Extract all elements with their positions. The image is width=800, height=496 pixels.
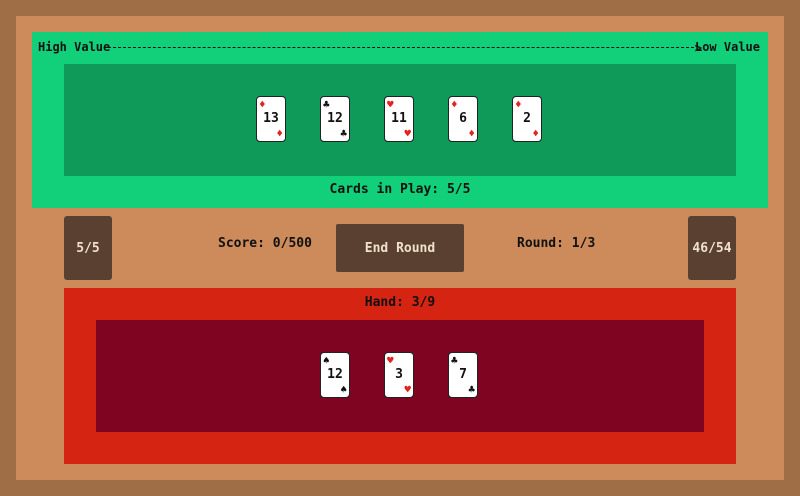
card-value: 3: [395, 367, 403, 382]
value-scale-arrow: >: [694, 41, 702, 55]
club-icon: ♣: [323, 98, 330, 111]
diamond-icon: ♦: [259, 98, 266, 111]
value-scale-line: [108, 47, 694, 48]
diamond-icon: ♦: [515, 98, 522, 111]
played-pile[interactable]: 5/5: [64, 216, 112, 280]
play-card[interactable]: ♦ 6 ♦: [448, 96, 478, 142]
low-value-label: Low Value: [694, 40, 760, 54]
hand-card[interactable]: ♣ 7 ♣: [448, 352, 478, 398]
high-value-label: High Value: [38, 40, 111, 54]
hand-card[interactable]: ♥ 3 ♥: [384, 352, 414, 398]
club-icon: ♣: [451, 354, 458, 367]
heart-icon: ♥: [404, 127, 411, 140]
heart-icon: ♥: [404, 383, 411, 396]
diamond-icon: ♦: [532, 127, 539, 140]
cards-in-play-label: Cards in Play: 5/5: [329, 182, 471, 197]
card-value: 12: [327, 367, 343, 382]
club-icon: ♣: [468, 383, 475, 396]
end-round-button[interactable]: End Round: [336, 224, 464, 272]
card-value: 11: [391, 111, 407, 126]
hand-card[interactable]: ♠ 12 ♠: [320, 352, 350, 398]
card-value: 6: [459, 111, 467, 126]
card-value: 12: [327, 111, 343, 126]
card-value: 13: [263, 111, 279, 126]
play-card[interactable]: ♦ 2 ♦: [512, 96, 542, 142]
diamond-icon: ♦: [451, 98, 458, 111]
spade-icon: ♠: [323, 354, 330, 367]
diamond-icon: ♦: [468, 127, 475, 140]
heart-icon: ♥: [387, 354, 394, 367]
deck-pile[interactable]: 46/54: [688, 216, 736, 280]
score-label: Score: 0/500: [218, 236, 312, 251]
play-card[interactable]: ♣ 12 ♣: [320, 96, 350, 142]
club-icon: ♣: [340, 127, 347, 140]
spade-icon: ♠: [340, 383, 347, 396]
play-card[interactable]: ♥ 11 ♥: [384, 96, 414, 142]
card-value: 2: [523, 111, 531, 126]
diamond-icon: ♦: [276, 127, 283, 140]
heart-icon: ♥: [387, 98, 394, 111]
round-label: Round: 1/3: [517, 236, 596, 251]
play-card[interactable]: ♦ 13 ♦: [256, 96, 286, 142]
card-value: 7: [459, 367, 467, 382]
value-scale: High Value > Low Value: [38, 40, 760, 56]
hand-label: Hand: 3/9: [364, 295, 436, 310]
